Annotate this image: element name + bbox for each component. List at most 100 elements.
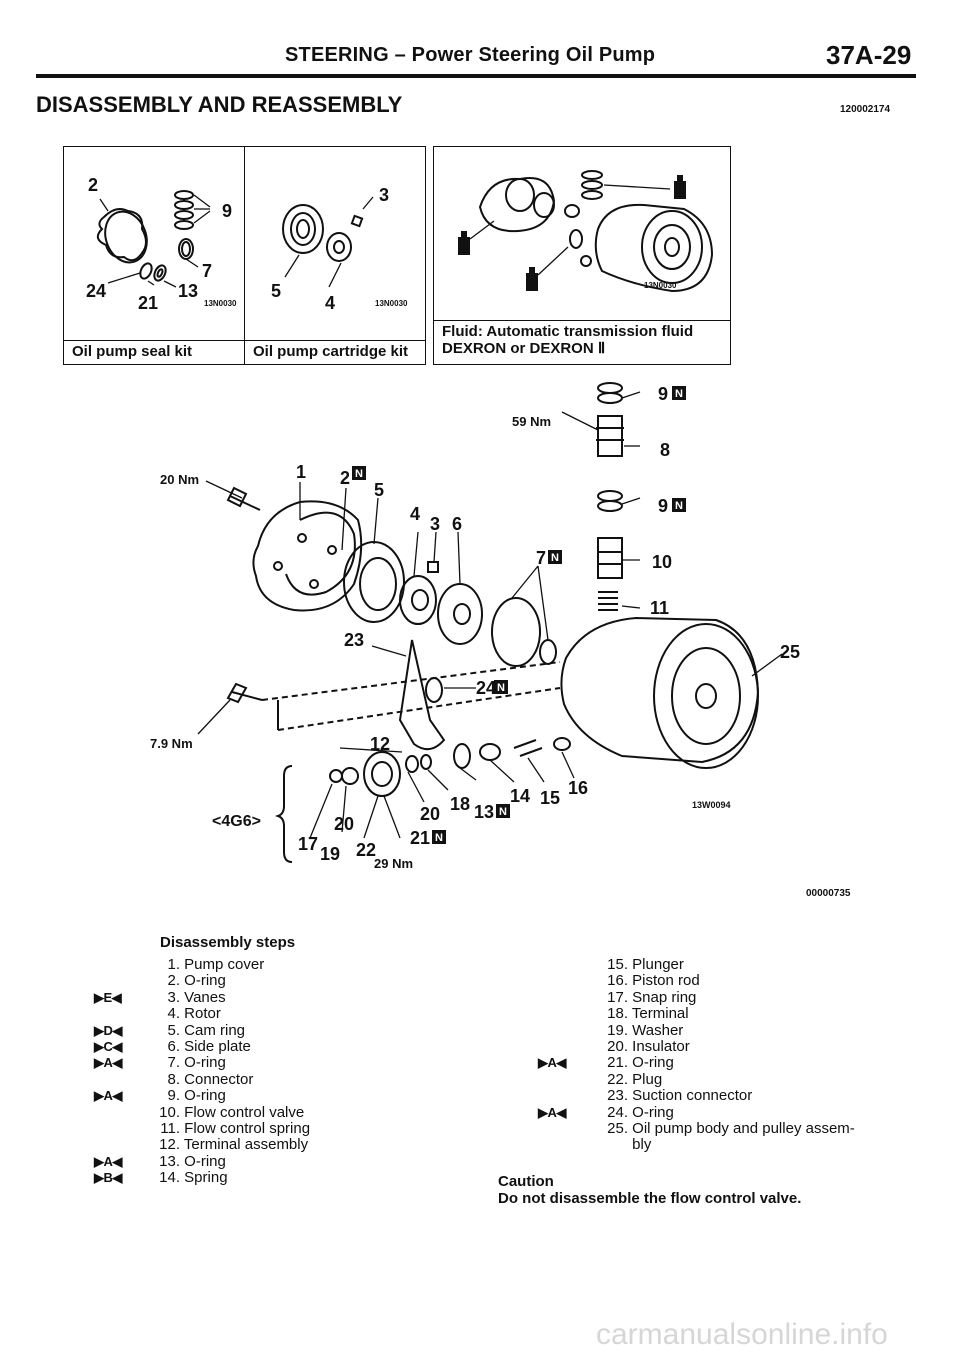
list-item: 19. Washer [538,1021,855,1039]
step-number: 11. [160,1120,180,1138]
seal-kit-code: 13N0030 [204,299,237,308]
list-item: 16. Piston rod [538,972,855,990]
step-text: Suction connector [632,1087,753,1105]
step-mark: ▶A◀ [94,1088,122,1104]
list-item: 12. Terminal assembly [94,1136,310,1154]
step-mark: ▶A◀ [538,1055,566,1071]
step-number: 16. [607,972,628,990]
cartridge-kit-illustration [282,196,374,288]
part-16: 16 [568,778,588,798]
step-number: 22. [607,1070,628,1088]
cartridge-kit-label-4: 4 [325,293,336,313]
step-text: Side plate [184,1038,251,1056]
torque-29: 29 Nm [374,856,413,871]
seal-kit-caption: Oil pump seal kit [64,340,244,364]
cartridge-kit-label-5: 5 [271,281,282,301]
list-item: 8. Connector [94,1070,310,1088]
part-23: 23 [344,630,364,650]
part-3: 3 [430,514,440,534]
list-item: ▶D◀ 5. Cam ring [94,1021,310,1039]
part-20b: 20 [334,814,354,834]
step-number: 25. [607,1120,628,1138]
step-number: 24. [607,1103,628,1121]
watermark: carmanualsonline.info [596,1318,888,1351]
vane [427,561,439,573]
flow-control-valve [597,537,623,579]
step-text: Cam ring [184,1021,246,1039]
part-20a: 20 [420,804,440,824]
new-part-badges [352,386,686,844]
list-item: 2. O-ring [94,972,310,990]
part-7: 7 [536,548,546,568]
step-text: O-ring [632,1103,674,1121]
section-code: 120002174 [840,104,891,115]
torque-59: 59 Nm [512,414,551,429]
step-number: 23. [607,1087,628,1105]
step-text: Insulator [632,1038,690,1056]
new-mark: N [499,806,507,818]
page-number: 37A-29 [826,40,912,70]
part-22: 22 [356,840,376,860]
seal-kit-illustration [96,190,211,288]
list-item: 1. Pump cover [94,956,310,973]
step-mark: ▶E◀ [94,989,122,1005]
o-ring-2 [285,511,356,596]
fluid-caption-line2: DEXRON or DEXRON Ⅱ [442,340,606,357]
step-mark: ▶A◀ [94,1153,122,1169]
part-14: 14 [510,786,530,806]
step-text: bly [632,1136,652,1154]
fluid-panel: 13N0030 Fluid: Automatic transmission fl… [433,146,731,365]
disassembly-title: Disassembly steps [160,934,296,951]
cartridge-kit-panel: 3 5 4 13N0030 Oil pump cartridge kit [244,146,426,365]
step-number: 20. [607,1038,628,1056]
list-item: 20. Insulator [538,1038,855,1056]
step-number: 13. [159,1152,180,1170]
list-item: bly [538,1137,855,1153]
part-4: 4 [410,504,420,524]
step-number: 17. [607,988,628,1006]
new-mark: N [675,500,683,512]
diagram-code: 13W0094 [692,800,731,810]
step-number: 10. [159,1103,180,1121]
step-text: Connector [184,1070,254,1088]
list-item: 18. Terminal [538,1005,855,1023]
part-5: 5 [374,480,384,500]
part-19: 19 [320,844,340,864]
step-number: 5. [167,1021,180,1039]
part-21: 21 [410,828,430,848]
rotor [399,575,437,625]
step-text: Flow control valve [184,1103,305,1121]
new-mark: N [355,468,363,480]
step-number: 21. [607,1054,628,1072]
step-mark: ▶D◀ [94,1022,122,1038]
list-item: 4. Rotor [94,1005,310,1022]
list-item: ▶A◀7. O-ring [94,1055,310,1072]
step-text: Terminal assembly [183,1136,309,1154]
step-number: 12. [159,1136,180,1154]
list-item: 17. Snap ring [538,988,855,1006]
step-mark: ▶B◀ [94,1170,122,1186]
step-number: 15. [607,956,628,973]
list-item: 15. Plunger [538,956,855,973]
suction-connector [398,639,446,751]
seal-kit-label-7: 7 [202,261,213,281]
torque-7-9: 7.9 Nm [150,736,193,751]
list-item: ▶A◀ 24. O-ring [538,1103,855,1121]
seal-kit-label-21: 21 [138,293,159,313]
fluid-caption: Fluid: Automatic transmission fluid DEXR… [434,320,730,364]
step-number: 18. [607,1005,628,1023]
step-text: Washer [632,1021,684,1039]
list-item: 11. Flow control spring [94,1120,310,1138]
step-number: 14. [159,1169,180,1187]
part-25: 25 [780,642,800,662]
torque-20: 20 Nm [160,472,199,487]
step-text: Plunger [632,956,684,973]
cartridge-kit-caption: Oil pump cartridge kit [245,340,425,364]
new-mark: N [675,388,683,400]
step-text: Spring [184,1169,228,1187]
o-ring-7-small [539,639,557,665]
step-mark: ▶A◀ [538,1104,566,1120]
step-text: Oil pump body and pulley assem- [632,1120,855,1138]
step-text: O-ring [184,972,226,990]
list-item: ▶C◀6. Side plate [94,1038,310,1056]
